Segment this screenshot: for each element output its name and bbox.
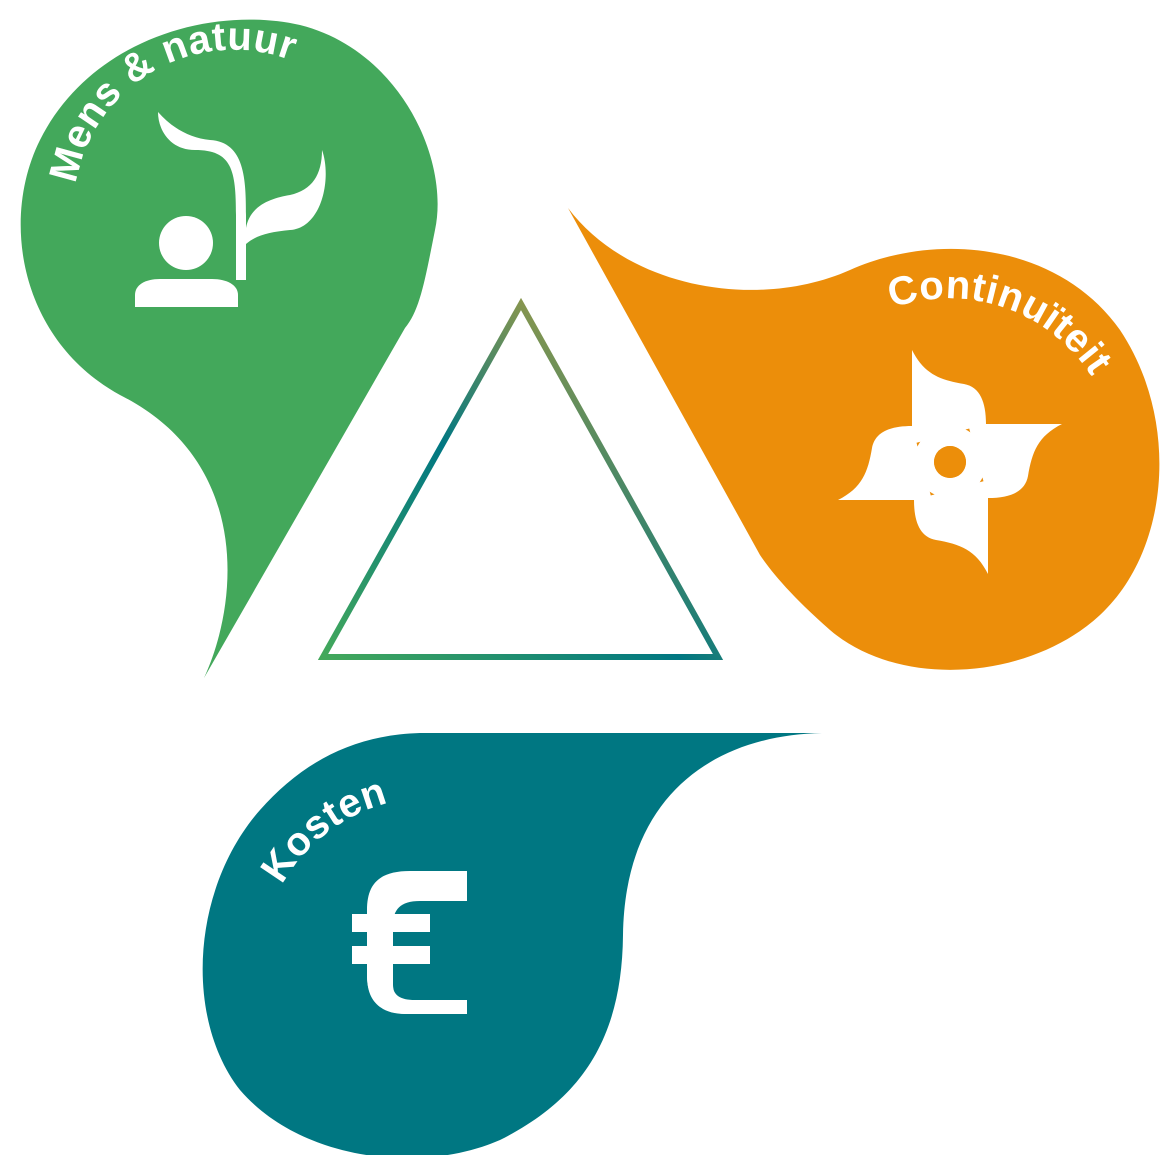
center-triangle	[317, 297, 724, 660]
pin-mens-natuur-shape	[20, 19, 438, 678]
person-with-plant-icon	[135, 112, 326, 307]
pin-kosten-shape	[202, 733, 822, 1155]
pin-kosten: Kosten	[202, 733, 822, 1155]
pin-continuiteit: Continuïteit	[568, 208, 1160, 670]
pin-mens-natuur: Mens & natuur	[20, 14, 438, 678]
pin-continuiteit-shape	[568, 208, 1160, 670]
pinwheel-icon	[838, 350, 1062, 574]
euro-icon	[352, 871, 467, 1014]
